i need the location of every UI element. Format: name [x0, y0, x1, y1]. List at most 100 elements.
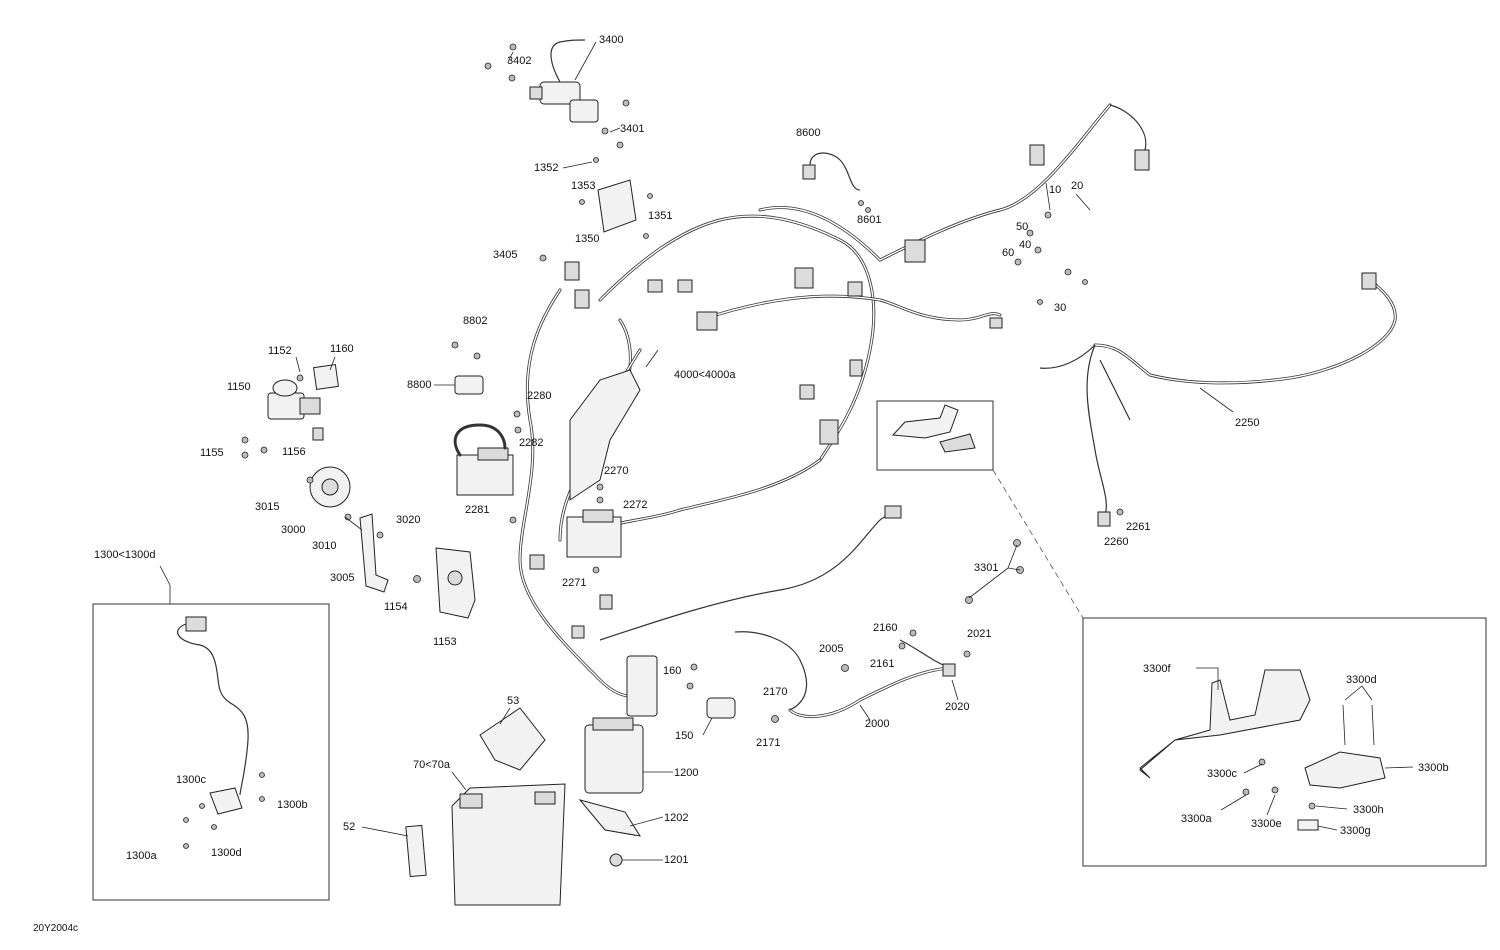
label-3300h: 3300h	[1353, 804, 1384, 816]
bracket-3300f	[1139, 669, 1311, 779]
label-3401: 3401	[620, 123, 644, 135]
label-8800: 8800	[407, 379, 431, 391]
label-8802: 8802	[463, 315, 487, 327]
label-3301: 3301	[974, 562, 998, 574]
inset-link-dashed	[992, 469, 1084, 619]
label-2272: 2272	[623, 499, 647, 511]
harness-2000	[734, 631, 956, 719]
bracket-1153	[435, 547, 476, 619]
label-2282: 2282	[519, 437, 543, 449]
shield-1202	[578, 799, 642, 837]
label-3010: 3010	[312, 540, 336, 552]
label-3300g: 3300g	[1340, 825, 1371, 837]
label-3402: 3402	[507, 55, 531, 67]
label-2160: 2160	[873, 622, 897, 634]
fuse-box-upper	[453, 423, 514, 496]
label-50: 50	[1016, 221, 1028, 233]
sensor-8600	[802, 152, 861, 191]
label-1300a: 1300a	[126, 850, 157, 862]
label-2281: 2281	[465, 504, 489, 516]
inset-frame-small	[876, 400, 994, 471]
label-2170: 2170	[763, 686, 787, 698]
sensor-3300b	[1304, 751, 1386, 789]
label-1300: 1300<1300d	[94, 549, 155, 561]
label-60: 60	[1002, 247, 1014, 259]
label-1352: 1352	[534, 162, 558, 174]
label-1154: 1154	[384, 601, 408, 613]
abs-module-1200	[584, 717, 644, 794]
label-8601: 8601	[857, 214, 881, 226]
horn-3000	[309, 466, 351, 508]
label-3405: 3405	[493, 249, 517, 261]
pad-1160	[313, 364, 339, 390]
motor-3400	[529, 39, 599, 123]
label-3300d: 3300d	[1346, 674, 1377, 686]
label-1153: 1153	[433, 636, 457, 648]
label-40: 40	[1019, 239, 1031, 251]
label-3020: 3020	[396, 514, 420, 526]
harness-2250	[1039, 272, 1397, 527]
switch-150	[706, 697, 736, 719]
relay-8800	[454, 375, 484, 395]
label-1300c: 1300c	[176, 774, 206, 786]
label-1353: 1353	[571, 180, 595, 192]
battery-70	[451, 783, 566, 906]
strap-52	[405, 824, 427, 878]
small-bracket	[891, 404, 959, 439]
label-52: 52	[343, 821, 355, 833]
label-2020: 2020	[945, 701, 969, 713]
label-1300d: 1300d	[211, 847, 242, 859]
connector-160	[626, 655, 658, 717]
label-53: 53	[507, 695, 519, 707]
label-1200: 1200	[674, 767, 698, 779]
label-2260: 2260	[1104, 536, 1128, 548]
label-2005: 2005	[819, 643, 843, 655]
label-3300f: 3300f	[1143, 663, 1171, 675]
label-2021: 2021	[967, 628, 991, 640]
label-3300b: 3300b	[1418, 762, 1449, 774]
label-3300a: 3300a	[1181, 813, 1212, 825]
leader-lines	[159, 41, 1414, 861]
part-labels: 3400 3402 3401 1352 1353 1351 1350 3405 …	[33, 34, 1449, 934]
label-2161: 2161	[870, 658, 894, 670]
label-1351: 1351	[648, 210, 672, 222]
label-4000: 4000<4000a	[674, 369, 736, 381]
label-2261: 2261	[1126, 521, 1150, 533]
grommet-1201	[609, 853, 623, 867]
sensor-1300	[177, 616, 249, 815]
label-20: 20	[1071, 180, 1083, 192]
label-10: 10	[1049, 184, 1061, 196]
fuse-box-lower	[566, 509, 622, 558]
label-8600: 8600	[796, 127, 820, 139]
label-3000: 3000	[281, 524, 305, 536]
clip-3300g	[1297, 819, 1319, 831]
label-2000: 2000	[865, 718, 889, 730]
fasteners	[183, 43, 1124, 849]
module-1350	[597, 179, 637, 233]
label-3005: 3005	[330, 572, 354, 584]
label-1155: 1155	[200, 447, 224, 459]
bracket-53	[479, 707, 546, 771]
reference-code: 20Y2004c	[33, 923, 78, 934]
label-2250: 2250	[1235, 417, 1259, 429]
inset-frame-1300	[92, 603, 330, 901]
label-2270: 2270	[604, 465, 628, 477]
label-150: 150	[675, 730, 693, 742]
label-3300e: 3300e	[1251, 818, 1282, 830]
label-2280: 2280	[527, 390, 551, 402]
label-3015: 3015	[255, 501, 279, 513]
label-1160: 1160	[330, 343, 354, 355]
label-70: 70<70a	[413, 759, 451, 771]
label-1300b: 1300b	[277, 799, 308, 811]
label-30: 30	[1054, 302, 1066, 314]
label-1350: 1350	[575, 233, 599, 245]
harness-guard	[569, 369, 641, 501]
label-160: 160	[663, 665, 681, 677]
label-2171: 2171	[756, 737, 780, 749]
label-1156: 1156	[282, 446, 306, 458]
label-1201: 1201	[664, 854, 688, 866]
label-1202: 1202	[664, 812, 688, 824]
label-1152: 1152	[268, 345, 292, 357]
label-3300c: 3300c	[1207, 768, 1237, 780]
